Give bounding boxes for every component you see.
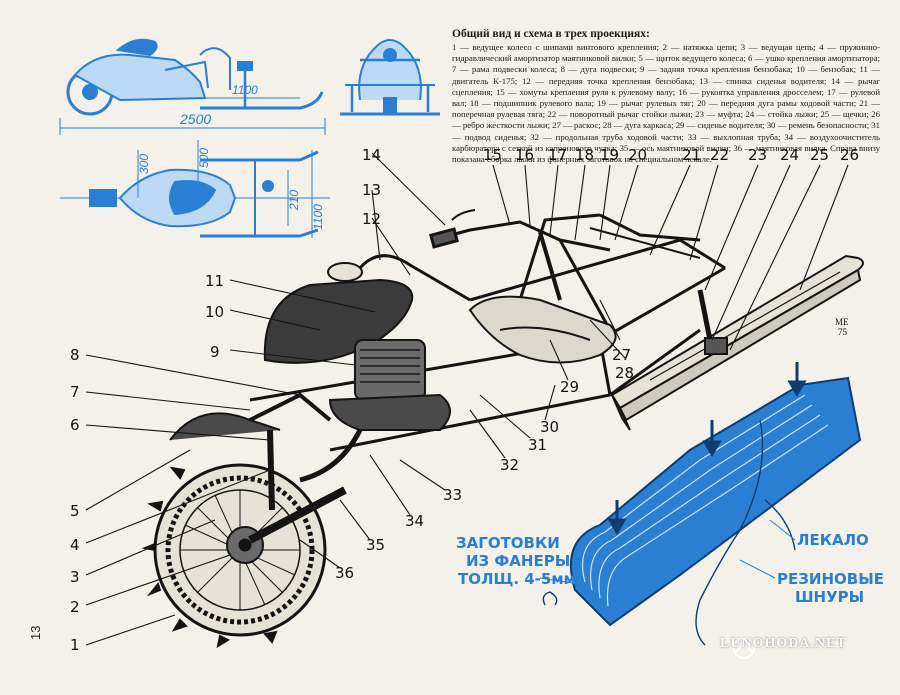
callout-21: 21 — [682, 146, 701, 164]
callout-32: 32 — [500, 456, 519, 474]
callout-2: 2 — [70, 598, 80, 616]
legend-title: Общий вид и схема в трех проекциях: — [452, 28, 650, 40]
callout-11: 11 — [205, 272, 224, 290]
svg-text:ME: ME — [835, 317, 849, 327]
leader-lines — [85, 152, 849, 646]
artist-signature: ME 75 — [835, 317, 849, 337]
dim-500: 500 — [197, 148, 211, 168]
label-blanks-2: ИЗ ФАНЕРЫ — [466, 552, 570, 570]
callout-20: 20 — [628, 146, 647, 164]
label-blanks-1: ЗАГОТОВКИ — [456, 534, 560, 552]
front-view-blueprint — [340, 39, 440, 116]
callout-34: 34 — [405, 512, 424, 530]
callout-22: 22 — [710, 146, 729, 164]
top-view-blueprint: 300 500 210 1100 — [60, 140, 330, 238]
callout-19: 19 — [600, 146, 619, 164]
label-blanks-3: ТОЛЩ. 4-5мм — [458, 570, 576, 588]
callout-15: 15 — [483, 146, 502, 164]
dim-1100-top: 1100 — [311, 204, 325, 230]
callout-3: 3 — [70, 568, 80, 586]
callout-12: 12 — [362, 210, 381, 228]
callout-8: 8 — [70, 346, 80, 364]
engine-drawing — [299, 339, 451, 483]
watermark: LUNOHODA.NET — [690, 636, 847, 652]
callout-6: 6 — [70, 416, 80, 434]
label-cords-1: РЕЗИНОВЫЕ — [777, 570, 884, 588]
callout-17: 17 — [548, 146, 567, 164]
rubber-cords — [542, 419, 796, 646]
callout-28: 28 — [615, 364, 634, 382]
callout-7: 7 — [70, 383, 80, 401]
legend-text: 1 — ведущее колесо с шипами винтового кр… — [452, 42, 880, 165]
seat-drawing — [468, 295, 617, 364]
callout-35: 35 — [366, 536, 385, 554]
side-view-blueprint: 1100 2500 — [59, 38, 326, 135]
callout-30: 30 — [540, 418, 559, 436]
callout-13: 13 — [362, 181, 381, 199]
dim-1100-side: 1100 — [232, 83, 258, 97]
dim-300: 300 — [137, 154, 151, 174]
callout-9: 9 — [210, 343, 220, 361]
dim-210: 210 — [287, 190, 301, 211]
callout-23: 23 — [748, 146, 767, 164]
ski-label-leaders — [539, 519, 796, 586]
callout-36: 36 — [335, 564, 354, 582]
legend-block: Общий вид и схема в трех проекциях: 1 — … — [452, 28, 880, 165]
label-template: ЛЕКАЛО — [797, 531, 869, 549]
callout-numbers: 1 2 3 4 5 6 7 8 9 10 11 12 13 14 15 16 1… — [70, 146, 859, 654]
page-number: 13 — [28, 625, 43, 640]
ski-assembly-labels: ЗАГОТОВКИ ИЗ ФАНЕРЫ ТОЛЩ. 4-5мм ЛЕКАЛО Р… — [456, 531, 884, 606]
handlebar-drawing — [429, 209, 611, 301]
watermark-text: LUNOHODA.NET — [720, 636, 847, 651]
callout-1: 1 — [70, 636, 80, 654]
press-arrows — [607, 362, 807, 535]
callout-10: 10 — [205, 303, 224, 321]
watermark-logo — [733, 637, 755, 659]
svg-text:75: 75 — [838, 327, 848, 337]
ski-drawing — [610, 254, 864, 431]
callout-31: 31 — [528, 436, 547, 454]
callout-27: 27 — [612, 346, 631, 364]
callout-4: 4 — [70, 536, 80, 554]
callout-25: 25 — [810, 146, 829, 164]
callout-18: 18 — [575, 146, 594, 164]
callout-33: 33 — [443, 486, 462, 504]
callout-5: 5 — [70, 502, 80, 520]
label-cords-2: ШНУРЫ — [795, 588, 864, 606]
callout-14: 14 — [362, 146, 381, 164]
callout-26: 26 — [840, 146, 859, 164]
callout-16: 16 — [515, 146, 534, 164]
dim-2500: 2500 — [179, 111, 211, 127]
fuel-tank-drawing — [263, 262, 414, 364]
callout-24: 24 — [780, 146, 799, 164]
ski-assembly-illustration — [542, 362, 862, 646]
callout-29: 29 — [560, 378, 579, 396]
rear-wheel-drawing — [141, 392, 347, 649]
